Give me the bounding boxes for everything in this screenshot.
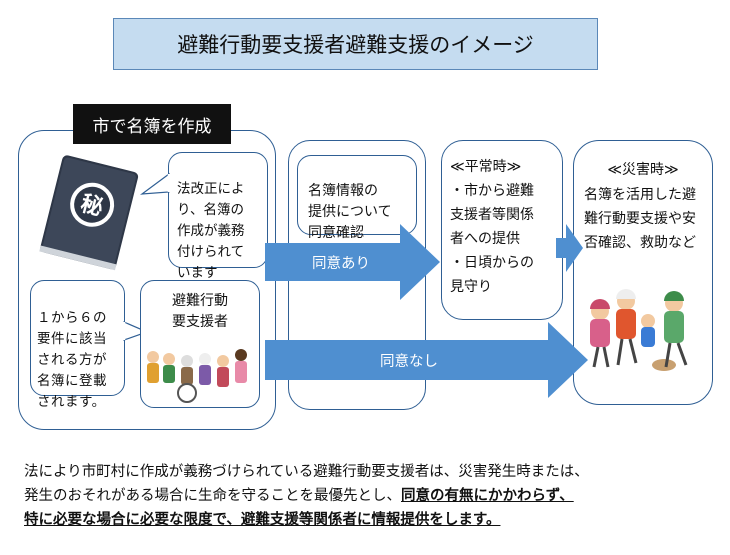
consent-no-label: 同意なし (380, 354, 438, 370)
disaster-time-body: 名簿を活用した避 難行動要支援や安 否確認、救助など (584, 187, 696, 251)
footer-line-3-bold: 特に必要な場合に必要な限度で、避難支援等関係者に情報提供をします。 (24, 512, 501, 528)
footer-line-2-plain: 発生のおそれがある場合に生命を守ることを最優先とし、 (24, 488, 401, 504)
evacuation-illustration-icon (590, 289, 688, 371)
target-label: 避難行動 要支援者 (172, 293, 228, 330)
criteria-note-text: １から６の 要件に該当 される方が 名簿に登載 されます。 (37, 310, 107, 410)
law-note-text: 法改正によ り、名簿の 作成が義務 付けられて います (177, 181, 245, 281)
criteria-note-bubble: １から６の 要件に該当 される方が 名簿に登載 されます。 (30, 280, 125, 410)
criteria-bubble-tail (123, 321, 149, 341)
arrow-to-consent (265, 224, 440, 300)
consent-check-text: 名簿情報の 提供について 同意確認 (308, 183, 392, 241)
footer-text: 法により市町村に作成が義務づけられている避難行動要支援者は、災害発生時または、 … (24, 460, 714, 532)
secret-notebook-icon: 秘 (39, 155, 139, 271)
bubble-tail (140, 172, 170, 195)
arrow-normal-to-disaster (556, 224, 583, 272)
footer-line-2-bold: 同意の有無にかかわらず、 (401, 488, 574, 504)
page-title: 避難行動要支援者避難支援のイメージ (113, 18, 598, 70)
disaster-time-title: ≪災害時≫ (607, 162, 679, 178)
consent-check-box: 名簿情報の 提供について 同意確認 (297, 155, 417, 241)
disaster-time-box: ≪災害時≫ 名簿を活用した避 難行動要支援や安 否確認、救助など (573, 140, 713, 405)
people-illustration-icon (147, 349, 247, 403)
city-list-label: 市で名簿を作成 (73, 104, 231, 144)
arrow-no-consent (265, 322, 588, 398)
consent-yes-label: 同意あり (312, 256, 370, 272)
normal-time-box: ≪平常時≫ ・市から避難 支援者等関係 者への提供 ・日頃からの 見守り (441, 140, 563, 320)
target-persons-box: 避難行動 要支援者 (140, 280, 260, 408)
footer-line-1: 法により市町村に作成が義務づけられている避難行動要支援者は、災害発生時または、 (24, 464, 589, 480)
normal-time-text: ≪平常時≫ ・市から避難 支援者等関係 者への提供 ・日頃からの 見守り (450, 159, 534, 295)
law-note-bubble: 法改正によ り、名簿の 作成が義務 付けられて います (168, 152, 268, 281)
